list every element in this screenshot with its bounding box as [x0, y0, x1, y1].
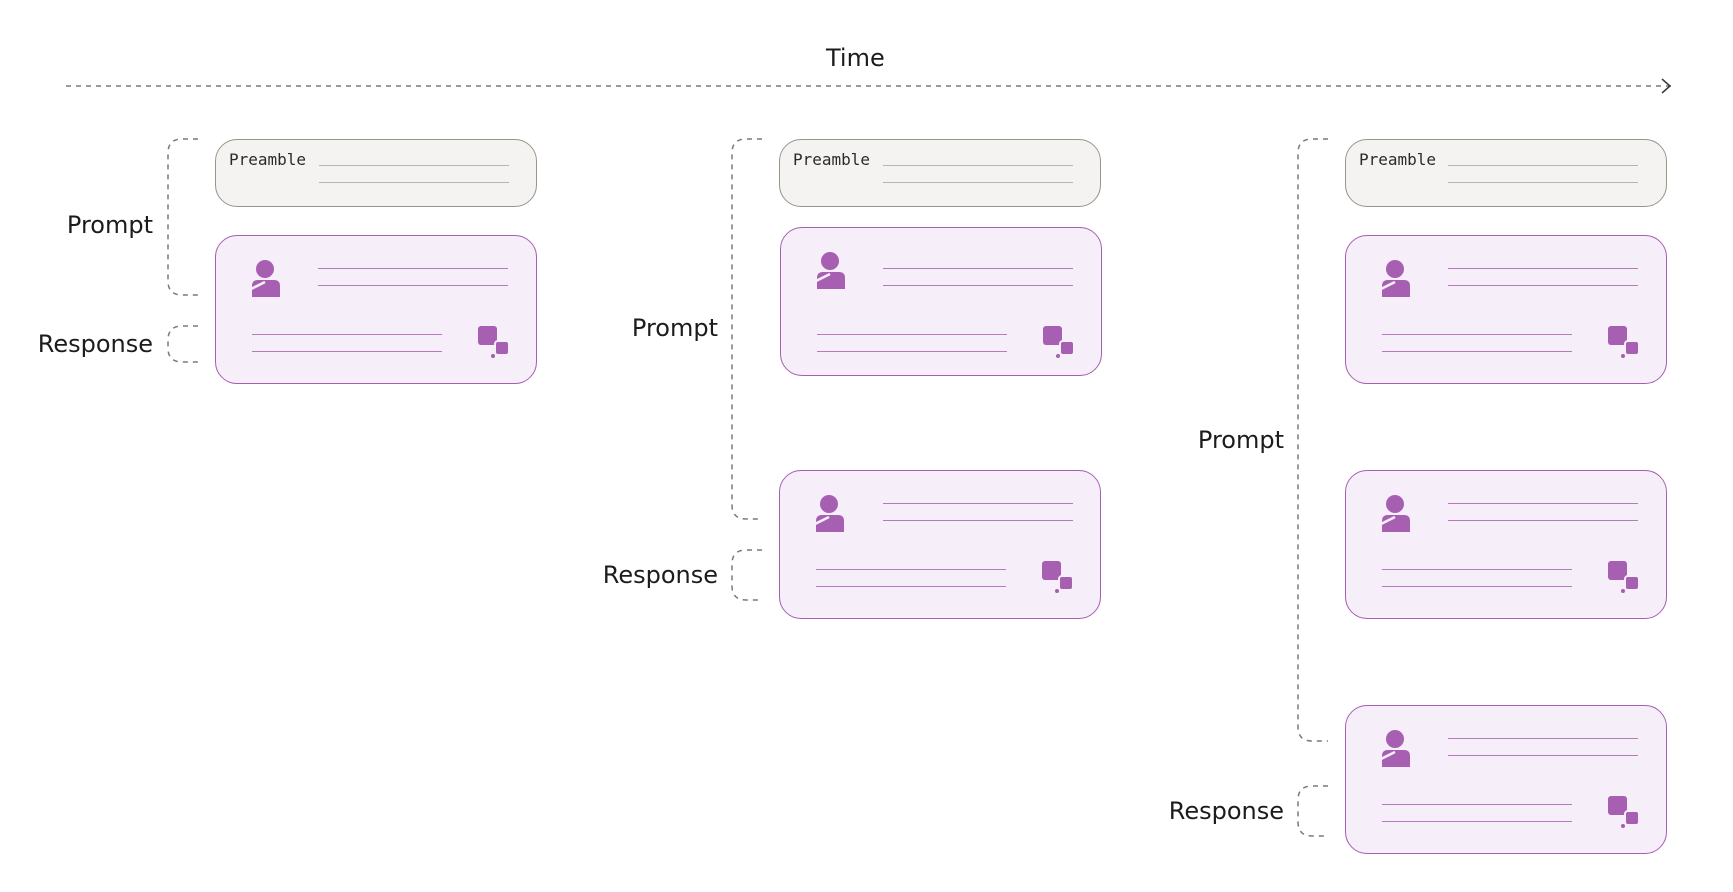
- text-line: [817, 334, 1007, 335]
- text-line: [883, 268, 1073, 269]
- prompt-label-1: Prompt: [66, 211, 153, 239]
- text-line: [1382, 804, 1572, 805]
- text-line: [252, 351, 442, 352]
- response-bracket-1: [167, 325, 198, 363]
- text-line: [319, 165, 509, 166]
- text-line: [1382, 569, 1572, 570]
- preamble-label: Preamble: [229, 150, 307, 169]
- conversation-turn-card: [1345, 470, 1667, 619]
- prompt-bracket-3: [1297, 138, 1328, 742]
- user-icon: [1381, 730, 1410, 767]
- text-line: [883, 520, 1073, 521]
- time-arrow-head: [1661, 78, 1672, 94]
- response-label-1: Response: [37, 330, 153, 358]
- text-line: [816, 569, 1006, 570]
- text-line: [1382, 351, 1572, 352]
- text-line: [1448, 503, 1638, 504]
- text-line: [883, 165, 1073, 166]
- conversation-turn-card: [1345, 705, 1667, 854]
- text-line: [318, 285, 508, 286]
- text-line: [883, 182, 1073, 183]
- preamble-label: Preamble: [793, 150, 871, 169]
- response-bracket-3: [1297, 785, 1328, 837]
- text-line: [817, 351, 1007, 352]
- chatbot-icon: [1608, 796, 1640, 828]
- chatbot-icon: [1608, 561, 1640, 593]
- conversation-turn-card: [215, 235, 537, 384]
- text-line: [883, 285, 1073, 286]
- text-line: [1448, 520, 1638, 521]
- prompt-bracket-2: [731, 138, 762, 520]
- text-line: [1382, 586, 1572, 587]
- text-line: [252, 334, 442, 335]
- text-line: [1382, 821, 1572, 822]
- text-line: [319, 182, 509, 183]
- prompt-label-2: Prompt: [631, 314, 718, 342]
- conversation-turn-card: [779, 470, 1101, 619]
- user-icon: [1381, 495, 1410, 532]
- preamble-card: Preamble: [779, 139, 1101, 207]
- preamble-label: Preamble: [1359, 150, 1437, 169]
- text-line: [1448, 268, 1638, 269]
- response-label-2: Response: [602, 561, 718, 589]
- response-bracket-2: [731, 549, 762, 601]
- text-line: [318, 268, 508, 269]
- time-label: Time: [826, 44, 885, 72]
- user-icon: [815, 495, 844, 532]
- text-line: [883, 503, 1073, 504]
- preamble-card: Preamble: [1345, 139, 1667, 207]
- text-line: [1448, 285, 1638, 286]
- chatbot-icon: [1042, 561, 1074, 593]
- prompt-bracket-1: [167, 138, 198, 296]
- text-line: [1448, 738, 1638, 739]
- text-line: [1448, 755, 1638, 756]
- text-line: [1448, 165, 1638, 166]
- user-icon: [1381, 260, 1410, 297]
- text-line: [816, 586, 1006, 587]
- preamble-card: Preamble: [215, 139, 537, 207]
- prompt-label-3: Prompt: [1197, 426, 1284, 454]
- chatbot-icon: [478, 326, 510, 358]
- conversation-turn-card: [780, 227, 1102, 376]
- user-icon: [251, 260, 280, 297]
- text-line: [1448, 182, 1638, 183]
- chatbot-icon: [1043, 326, 1075, 358]
- response-label-3: Response: [1168, 797, 1284, 825]
- user-icon: [816, 252, 845, 289]
- text-line: [1382, 334, 1572, 335]
- conversation-turn-card: [1345, 235, 1667, 384]
- chatbot-icon: [1608, 326, 1640, 358]
